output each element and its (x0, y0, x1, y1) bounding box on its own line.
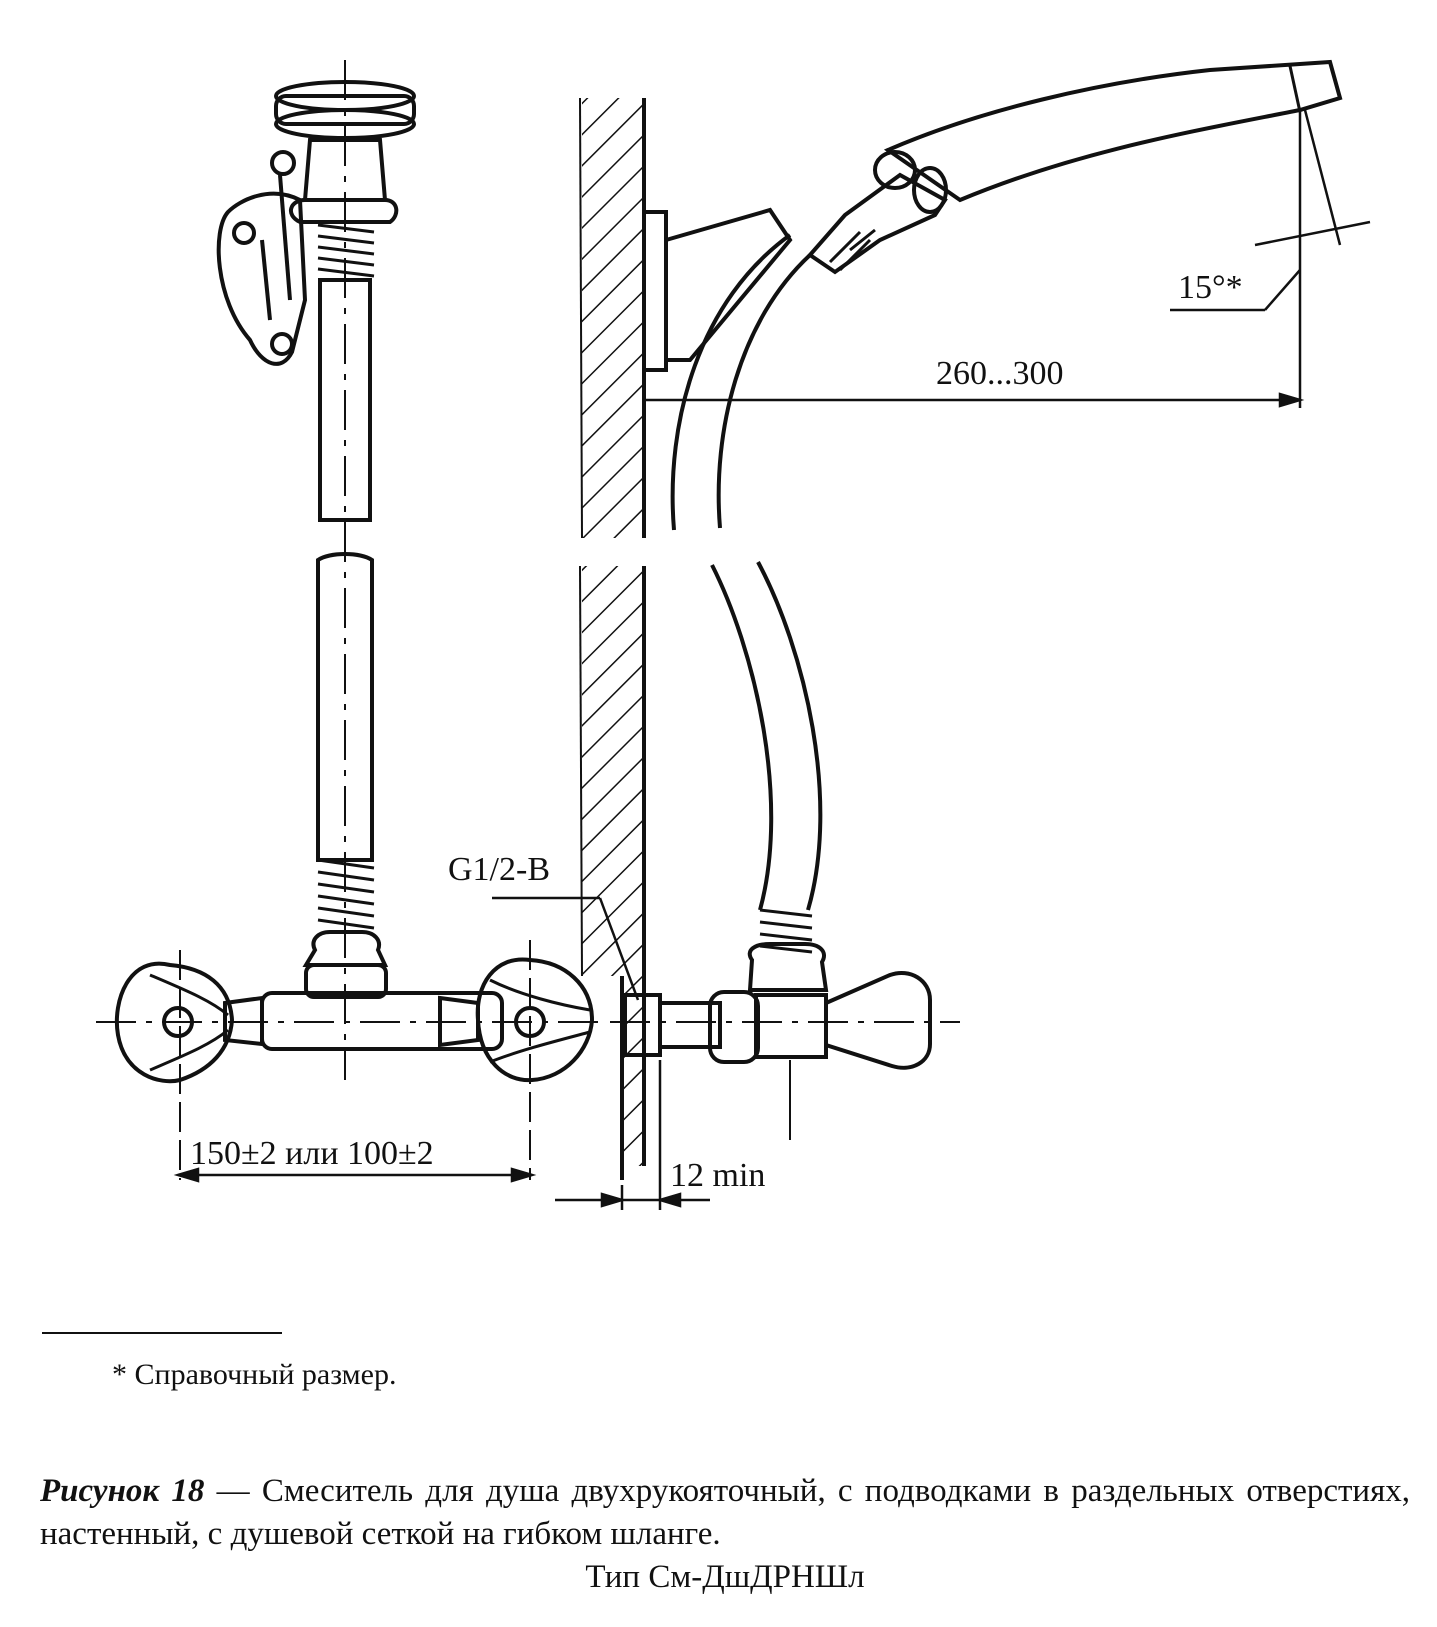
thread-callout (492, 896, 640, 1001)
angle-label: 15°* (1178, 269, 1243, 306)
clearance-dimension (555, 1060, 710, 1210)
figure-caption: Рисунок 18 — Смеситель для душа двухруко… (40, 1470, 1410, 1599)
top-spring (317, 223, 375, 278)
wall-bracket (216, 191, 308, 366)
caption-text: Смеситель для душа двухрукояточный, с по… (40, 1473, 1410, 1552)
reach-dimension (646, 109, 1371, 408)
lower-supply-tube (316, 552, 374, 862)
hose-lower (710, 561, 823, 911)
mixer-drawing: 150±2 или 100±2 (96, 59, 1371, 1210)
bottom-spring (317, 858, 375, 930)
footnote-rule (42, 1332, 282, 1334)
upper-supply-tube (318, 278, 372, 522)
side-handle (824, 971, 932, 1070)
thread-label: G1/2-B (448, 851, 550, 888)
wall-section (579, 97, 646, 1180)
spacing-label: 150±2 или 100±2 (190, 1135, 434, 1172)
clearance-label: 12 min (670, 1157, 765, 1194)
caption-label: Рисунок 18 (40, 1473, 205, 1509)
spacing-dimension (173, 1167, 537, 1183)
caption-type-line: Тип См-ДшДРНШл (585, 1559, 865, 1595)
shower-head (883, 59, 1343, 203)
hose-upper (670, 233, 812, 531)
left-view (96, 60, 605, 1180)
footnote: * Справочный размер. (112, 1358, 397, 1391)
right-view (610, 59, 1343, 1140)
caption-dash: — (204, 1473, 262, 1509)
reach-label: 260...300 (936, 355, 1064, 392)
right-handle (475, 957, 595, 1083)
